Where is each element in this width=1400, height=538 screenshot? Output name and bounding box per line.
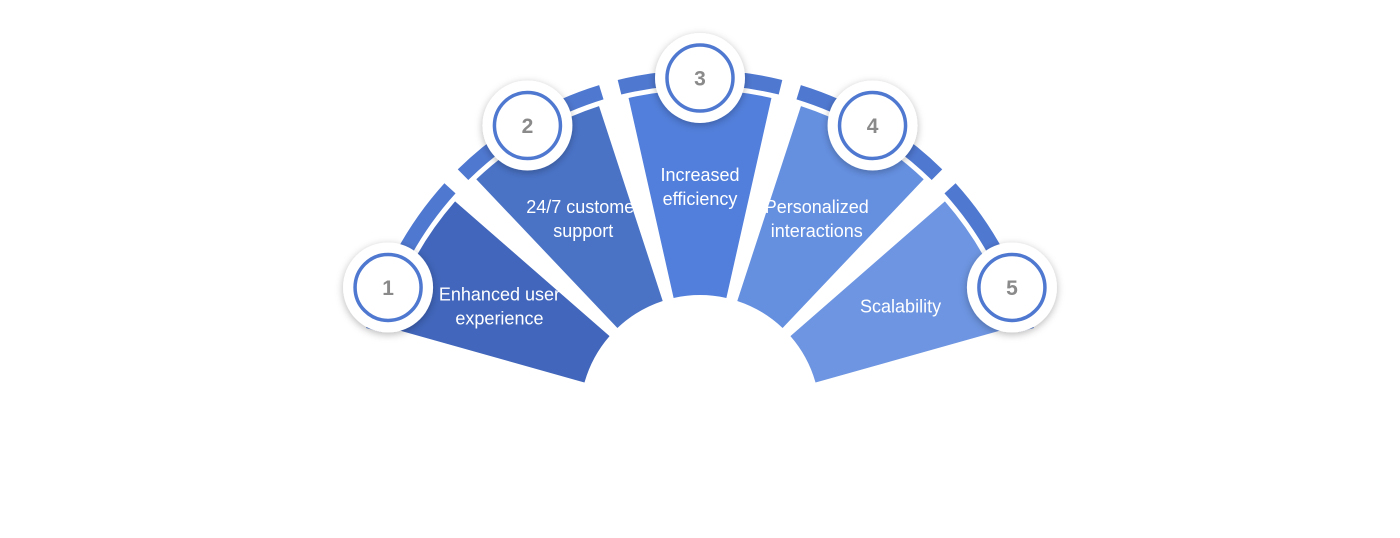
step-segment-5: Scalability xyxy=(790,201,1013,383)
segment-label-line: 24/7 customer xyxy=(526,197,640,217)
segment-wedge-1 xyxy=(387,201,610,383)
step-number: 5 xyxy=(1006,277,1018,300)
step-segment-1: Enhanced user experience xyxy=(387,201,610,383)
segment-label-line: efficiency xyxy=(663,189,738,209)
badge-inner-ring xyxy=(977,252,1047,323)
step-number: 2 xyxy=(522,115,534,138)
segment-wedge-5 xyxy=(790,201,1013,383)
step-segment-3: Increased efficiency xyxy=(628,89,772,298)
segment-layer: Enhanced user experience 24/7 customer supp… xyxy=(387,89,1013,383)
segment-label-line: interactions xyxy=(771,221,863,241)
segment-label-line: support xyxy=(553,221,613,241)
step-number: 1 xyxy=(382,277,394,300)
step-badge-4: 4 xyxy=(827,80,918,171)
badge-inner-ring xyxy=(353,252,423,323)
badge-layer: 1 2 3 4 5 xyxy=(343,33,1057,333)
step-badge-1: 1 xyxy=(343,242,434,333)
segment-label-2: 24/7 customer support xyxy=(526,197,640,241)
segment-label-line: experience xyxy=(455,309,543,329)
segment-label-line: Scalability xyxy=(860,297,941,317)
segment-label-3: Increased efficiency xyxy=(660,165,739,209)
segment-label-5: Scalability xyxy=(860,297,941,317)
segment-wedge-3 xyxy=(628,89,772,298)
step-badge-2: 2 xyxy=(482,80,573,171)
badge-inner-ring xyxy=(837,90,908,161)
step-number: 4 xyxy=(867,115,879,138)
segment-label-line: Increased xyxy=(660,165,739,185)
step-number: 3 xyxy=(694,68,706,91)
segment-label-4: Personalized interactions xyxy=(765,197,869,241)
segment-label-line: Enhanced user xyxy=(439,285,560,305)
step-badge-5: 5 xyxy=(966,242,1057,333)
badge-inner-ring xyxy=(492,90,563,161)
step-badge-3: 3 xyxy=(655,33,745,123)
badge-inner-ring xyxy=(665,43,735,113)
segment-label-line: Personalized xyxy=(765,197,869,217)
segment-label-1: Enhanced user experience xyxy=(439,285,560,329)
